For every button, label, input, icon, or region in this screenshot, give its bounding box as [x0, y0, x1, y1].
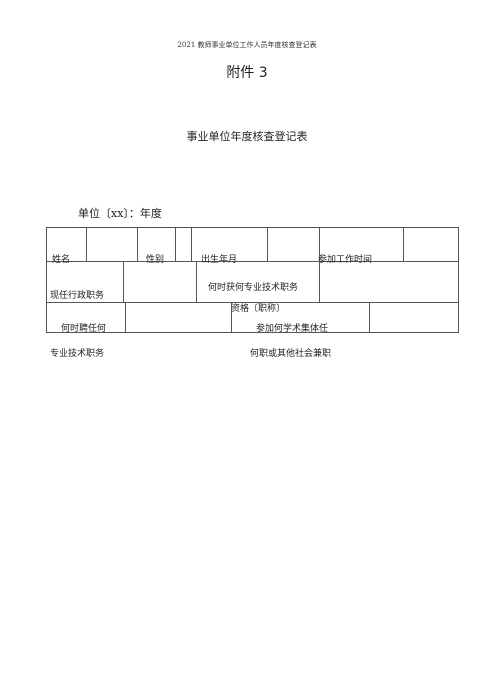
label-tech-obtained: 何时获何专业技术职务 [208, 283, 299, 293]
label-work-start: 参加工作时间 [318, 255, 373, 265]
form-title: 事业单位年度核查登记表 [186, 130, 308, 143]
label-admin-post: 现任行政职务 [50, 291, 105, 301]
label-birth: 出生年月 [201, 255, 238, 265]
label-academic-group: 参加何学术集体任 [256, 324, 329, 334]
label-social-post: 何职或其他社会兼职 [250, 349, 332, 359]
label-name: 姓名 [52, 255, 71, 265]
attachment-label: 附件 3 [226, 65, 268, 81]
registration-table: 姓名 性别 出生年月 参加工作时间 现任行政职务 何时获何专业技术职务 资格〔职… [46, 227, 459, 334]
label-tech-post: 专业技术职务 [50, 349, 105, 359]
label-gender: 性别 [146, 255, 165, 265]
label-qualification: 资格〔职称〕 [231, 304, 286, 314]
label-hired-when: 何时聘任何 [61, 324, 107, 334]
unit-year-line: 单位〔xx〕：年度 [78, 207, 162, 220]
page-header: 2021 教师事业单位工作人员年度核查登记表 [177, 41, 317, 49]
